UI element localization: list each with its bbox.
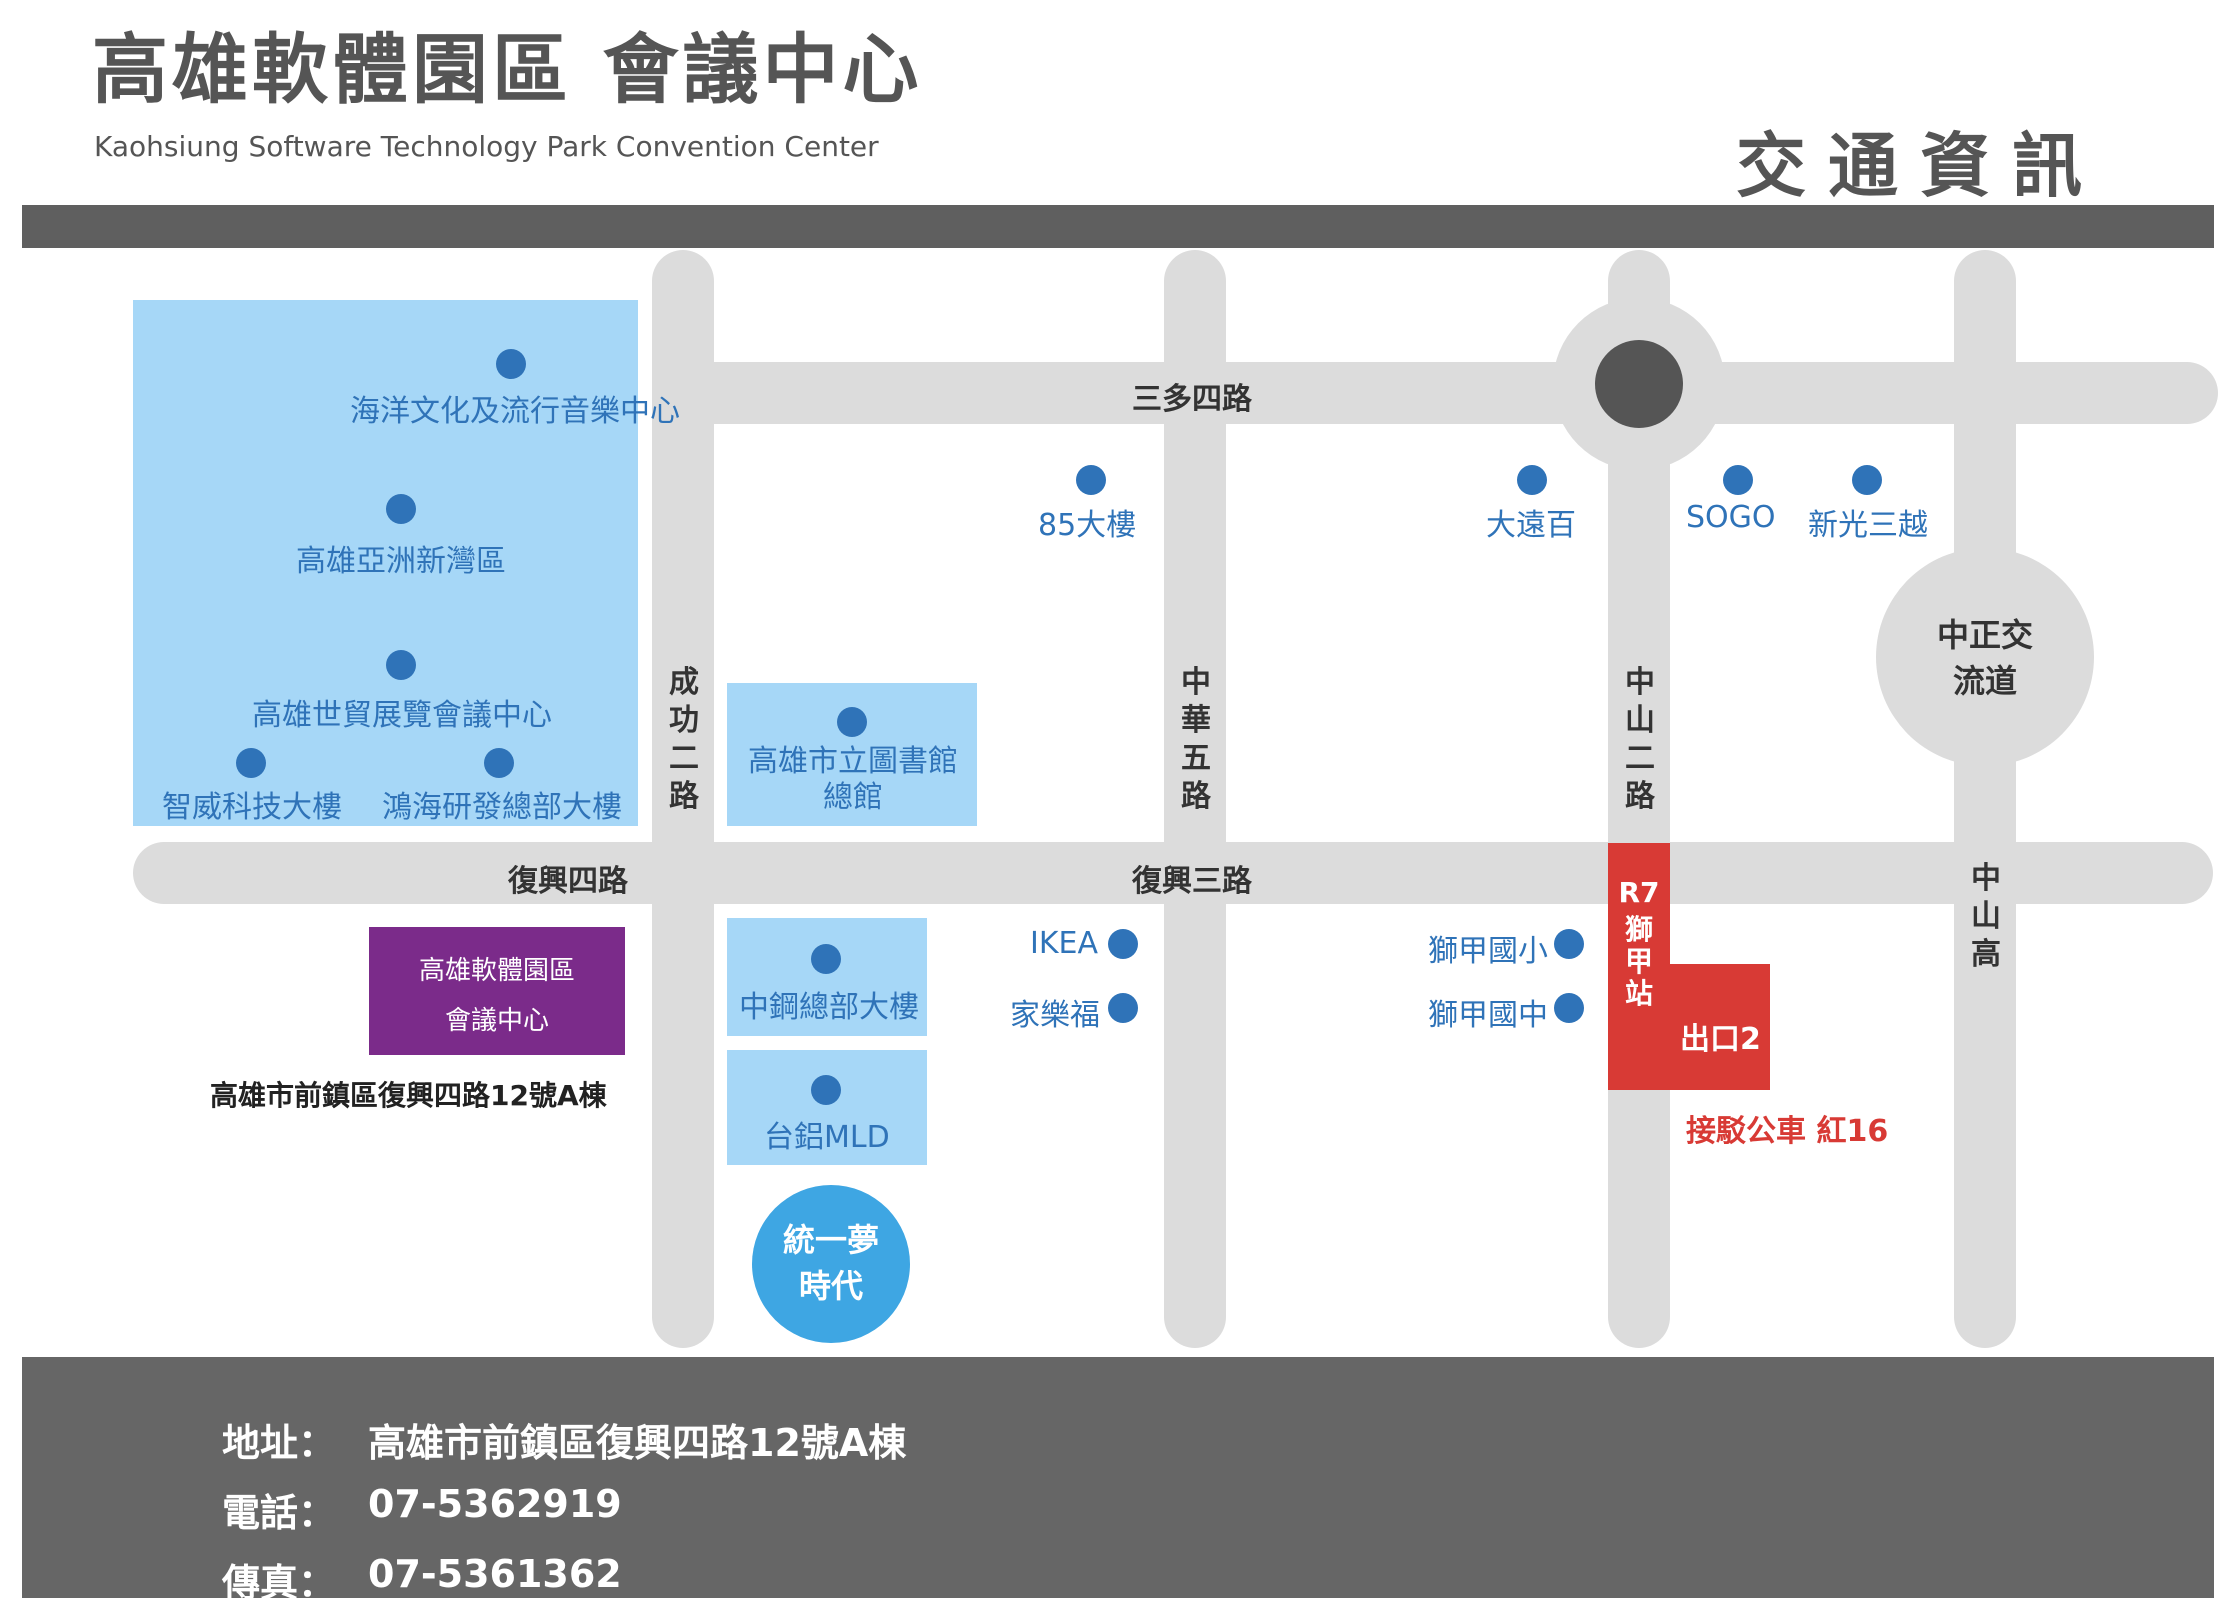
road-label-sanduo: 三多四路 — [1132, 382, 1252, 417]
poi-ocean-music-center: 海洋文化及流行音樂中心 — [350, 394, 680, 429]
poi-marker — [811, 1075, 841, 1105]
poi-zhiwei-building: 智威科技大樓 — [162, 790, 342, 825]
footer-address-value: 高雄市前鎮區復興四路12號A棟 — [368, 1421, 907, 1465]
poi-marker — [1108, 993, 1138, 1023]
poi-marker — [496, 349, 526, 379]
csc-building-block — [727, 918, 927, 1036]
footer-phone-key: 電話： — [222, 1491, 337, 1535]
footer-fax-key: 傳真： — [222, 1561, 337, 1605]
road-label-zhongshan-hwy: 中山高 — [1971, 861, 2001, 972]
road-label-chenggong: 成功二路 — [669, 665, 699, 814]
poi-marker — [386, 650, 416, 680]
page-subtitle: Kaohsiung Software Technology Park Conve… — [94, 130, 879, 163]
asia-new-bay-area — [133, 300, 638, 826]
poi-mld: 台鋁MLD — [764, 1120, 890, 1155]
poi-shinkong-mitsukoshi: 新光三越 — [1808, 508, 1928, 543]
poi-sogo: SOGO — [1686, 500, 1776, 535]
poi-marker — [1554, 993, 1584, 1023]
mrt-exit-2: 出口2 — [1680, 1022, 1761, 1057]
venue-name-line2: 會議中心 — [444, 1006, 549, 1036]
mrt-station-block — [1608, 843, 1670, 1090]
road-label-zhongshan: 中山二路 — [1625, 665, 1655, 814]
road-zhongshan-highway — [1954, 250, 2016, 1348]
poi-dream-mall-label: 統一夢時代 — [782, 1221, 879, 1305]
road-chenggong-2 — [652, 250, 714, 1348]
footer-address-key: 地址： — [222, 1421, 337, 1465]
traffic-map: 中正交流道 三多四路 復興四路 復興三路 成功二路 中華五路 中山二路 中山高 … — [133, 250, 2218, 1348]
poi-expo-center: 高雄世貿展覽會議中心 — [252, 698, 552, 733]
road-zhonghua-5 — [1164, 250, 1226, 1348]
road-label-fuxing3: 復興三路 — [1132, 864, 1252, 899]
poi-shijia-junior: 獅甲國中 — [1428, 998, 1548, 1033]
poi-marker — [811, 944, 841, 974]
venue-block — [369, 927, 625, 1055]
poi-marker — [236, 748, 266, 778]
mrt-exit-block — [1664, 964, 1770, 1090]
venue-name-line1: 高雄軟體園區 — [418, 956, 575, 986]
poi-csc-building: 中鋼總部大樓 — [739, 990, 919, 1025]
library-block — [727, 683, 977, 826]
poi-marker — [1076, 465, 1106, 495]
poi-marker — [1723, 465, 1753, 495]
footer-phone-value: 07-5362919 — [368, 1482, 622, 1526]
poi-marker — [1517, 465, 1547, 495]
footer-contact-panel — [22, 1357, 2214, 1598]
poi-85-tower: 85大樓 — [1038, 508, 1137, 543]
poi-shijia-elementary: 獅甲國小 — [1428, 934, 1548, 969]
venue-address: 高雄市前鎮區復興四路12號A棟 — [210, 1079, 607, 1112]
interchange-circle — [1876, 548, 2094, 766]
poi-marker — [1852, 465, 1882, 495]
poi-marker — [386, 494, 416, 524]
road-label-zhonghua: 中華五路 — [1181, 665, 1211, 814]
mrt-station-name: 獅甲站 — [1624, 913, 1653, 1010]
roundabout-center — [1595, 340, 1683, 428]
poi-carrefour: 家樂福 — [1010, 998, 1100, 1033]
shuttle-bus-info: 接駁公車 紅16 — [1686, 1114, 1889, 1149]
poi-library: 高雄市立圖書館總館 — [748, 744, 958, 815]
interchange-label: 中正交流道 — [1936, 616, 2033, 700]
poi-marker — [837, 707, 867, 737]
mld-block — [727, 1050, 927, 1165]
poi-ikea: IKEA — [1030, 926, 1098, 961]
poi-dayuanbai: 大遠百 — [1486, 508, 1576, 543]
footer-fax-value: 07-5361362 — [368, 1552, 622, 1596]
mrt-station-code: R7 — [1618, 876, 1660, 909]
page-title: 高雄軟體園區 會議中心 — [92, 25, 923, 114]
poi-marker — [1554, 929, 1584, 959]
header-divider-bar — [22, 205, 2214, 248]
road-label-fuxing4: 復興四路 — [508, 864, 628, 899]
poi-marker — [484, 748, 514, 778]
poi-asia-new-bay: 高雄亞洲新灣區 — [296, 544, 506, 579]
poi-honghai-building: 鴻海研發總部大樓 — [382, 790, 622, 825]
poi-dream-mall — [752, 1185, 910, 1343]
poi-marker — [1108, 929, 1138, 959]
section-title: 交通資訊 — [1736, 125, 2104, 207]
